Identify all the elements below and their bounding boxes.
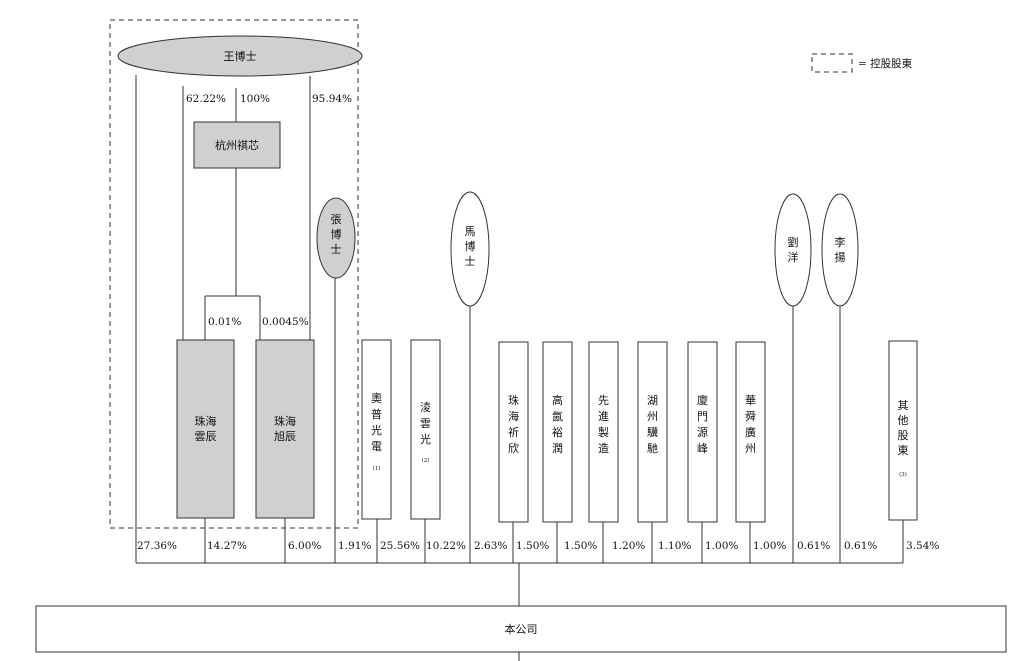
dr-ma-label: 馬博士: [465, 225, 476, 268]
huashun-guangzhou-label: 華舜廣州: [745, 394, 756, 455]
stake-xianjin-zhizao: 1.20%: [612, 540, 645, 552]
stake-dr-zhang: 1.91%: [338, 540, 371, 552]
hangzhou-qixin-box: [193, 121, 281, 169]
stake-gaoqi-yurun: 1.50%: [564, 540, 597, 552]
zhuhai-xuchen-box: [255, 339, 315, 519]
li-yang-label: 李揚: [835, 235, 846, 264]
lingyun-box: [410, 339, 441, 520]
gaoqi-yurun-label: 高氤裕潤: [552, 393, 563, 455]
xiamen-yuanfeng-label: 廈門源峰: [697, 393, 708, 455]
stake-liu-yang: 0.61%: [797, 540, 830, 552]
stake-zhuhai-xuchen: 6.00%: [288, 540, 321, 552]
other-shareholders-note: (3): [899, 471, 907, 478]
pct-wang-qixin: 100%: [240, 93, 270, 105]
dr-wang-node: [117, 35, 363, 77]
pct-wang-xuchen: 95.94%: [312, 93, 352, 105]
dr-wang-label: 王博士: [224, 50, 257, 63]
li-yang-node: [821, 193, 859, 307]
other-shareholders-box: [888, 340, 918, 521]
xianjin-zhizao-label: 先進製造: [598, 394, 609, 455]
huashun-guangzhou-box: [735, 341, 766, 523]
dr-zhang-label: 張博士: [331, 213, 342, 256]
liu-yang-node: [774, 193, 812, 307]
lingyun-note: (2): [422, 457, 430, 464]
stake-dr-ma: 2.63%: [474, 540, 507, 552]
gaoqi-yurun-box: [542, 341, 573, 523]
pct-qixin-xuchen: 0.0045%: [262, 316, 309, 328]
pct-qixin-yunchen: 0.01%: [208, 316, 241, 328]
other-shareholders-label: 其他股東: [898, 399, 909, 457]
connector-lines: [135, 75, 904, 661]
huzhou-jichi-label: 湖州驥馳: [647, 394, 658, 455]
stake-aopu: 25.56%: [380, 540, 420, 552]
stake-other-shareholders: 3.54%: [906, 540, 939, 552]
zhuhai-qixin-label: 珠海祈欣: [508, 393, 519, 455]
huzhou-jichi-box: [637, 341, 668, 523]
zhuhai-yunchen-box: [176, 339, 235, 519]
company-label: 本公司: [505, 622, 538, 636]
stake-zhuhai-qixin: 1.50%: [516, 540, 549, 552]
xiamen-yuanfeng-box: [687, 341, 718, 523]
dr-ma-node: [450, 191, 490, 307]
stake-huzhou-jichi: 1.10%: [658, 540, 691, 552]
zhuhai-qixin-box: [498, 341, 529, 523]
aopu-note: (1): [373, 465, 381, 472]
company-box: [35, 605, 1007, 653]
stake-zhuhai-yunchen: 14.27%: [207, 540, 247, 552]
pct-wang-yunchen: 62.22%: [186, 93, 226, 105]
zhuhai-yunchen-label: 珠海雲辰: [195, 414, 217, 443]
stake-huashun-guangzhou: 1.00%: [753, 540, 786, 552]
aopu-box: [361, 339, 392, 520]
aopu-label: 奧普光電: [371, 392, 382, 453]
zhuhai-xuchen-label: 珠海旭辰: [274, 414, 296, 443]
lingyun-label: 淩雲光: [420, 400, 431, 446]
company-stake-labels: 27.36% 14.27% 6.00% 1.91% 25.56% 10.22% …: [137, 540, 939, 552]
liu-yang-label: 劉洋: [788, 235, 799, 264]
legend-label: = 控股股東: [858, 57, 913, 70]
stake-xiamen-yuanfeng: 1.00%: [705, 540, 738, 552]
legend-dashed-box: [811, 53, 853, 73]
dr-zhang-node: [316, 197, 356, 279]
stake-lingyun: 10.22%: [426, 540, 466, 552]
stake-li-yang: 0.61%: [844, 540, 877, 552]
stake-dr-wang: 27.36%: [137, 540, 177, 552]
xianjin-zhizao-box: [588, 341, 619, 523]
hangzhou-qixin-label: 杭州祺芯: [215, 138, 259, 152]
